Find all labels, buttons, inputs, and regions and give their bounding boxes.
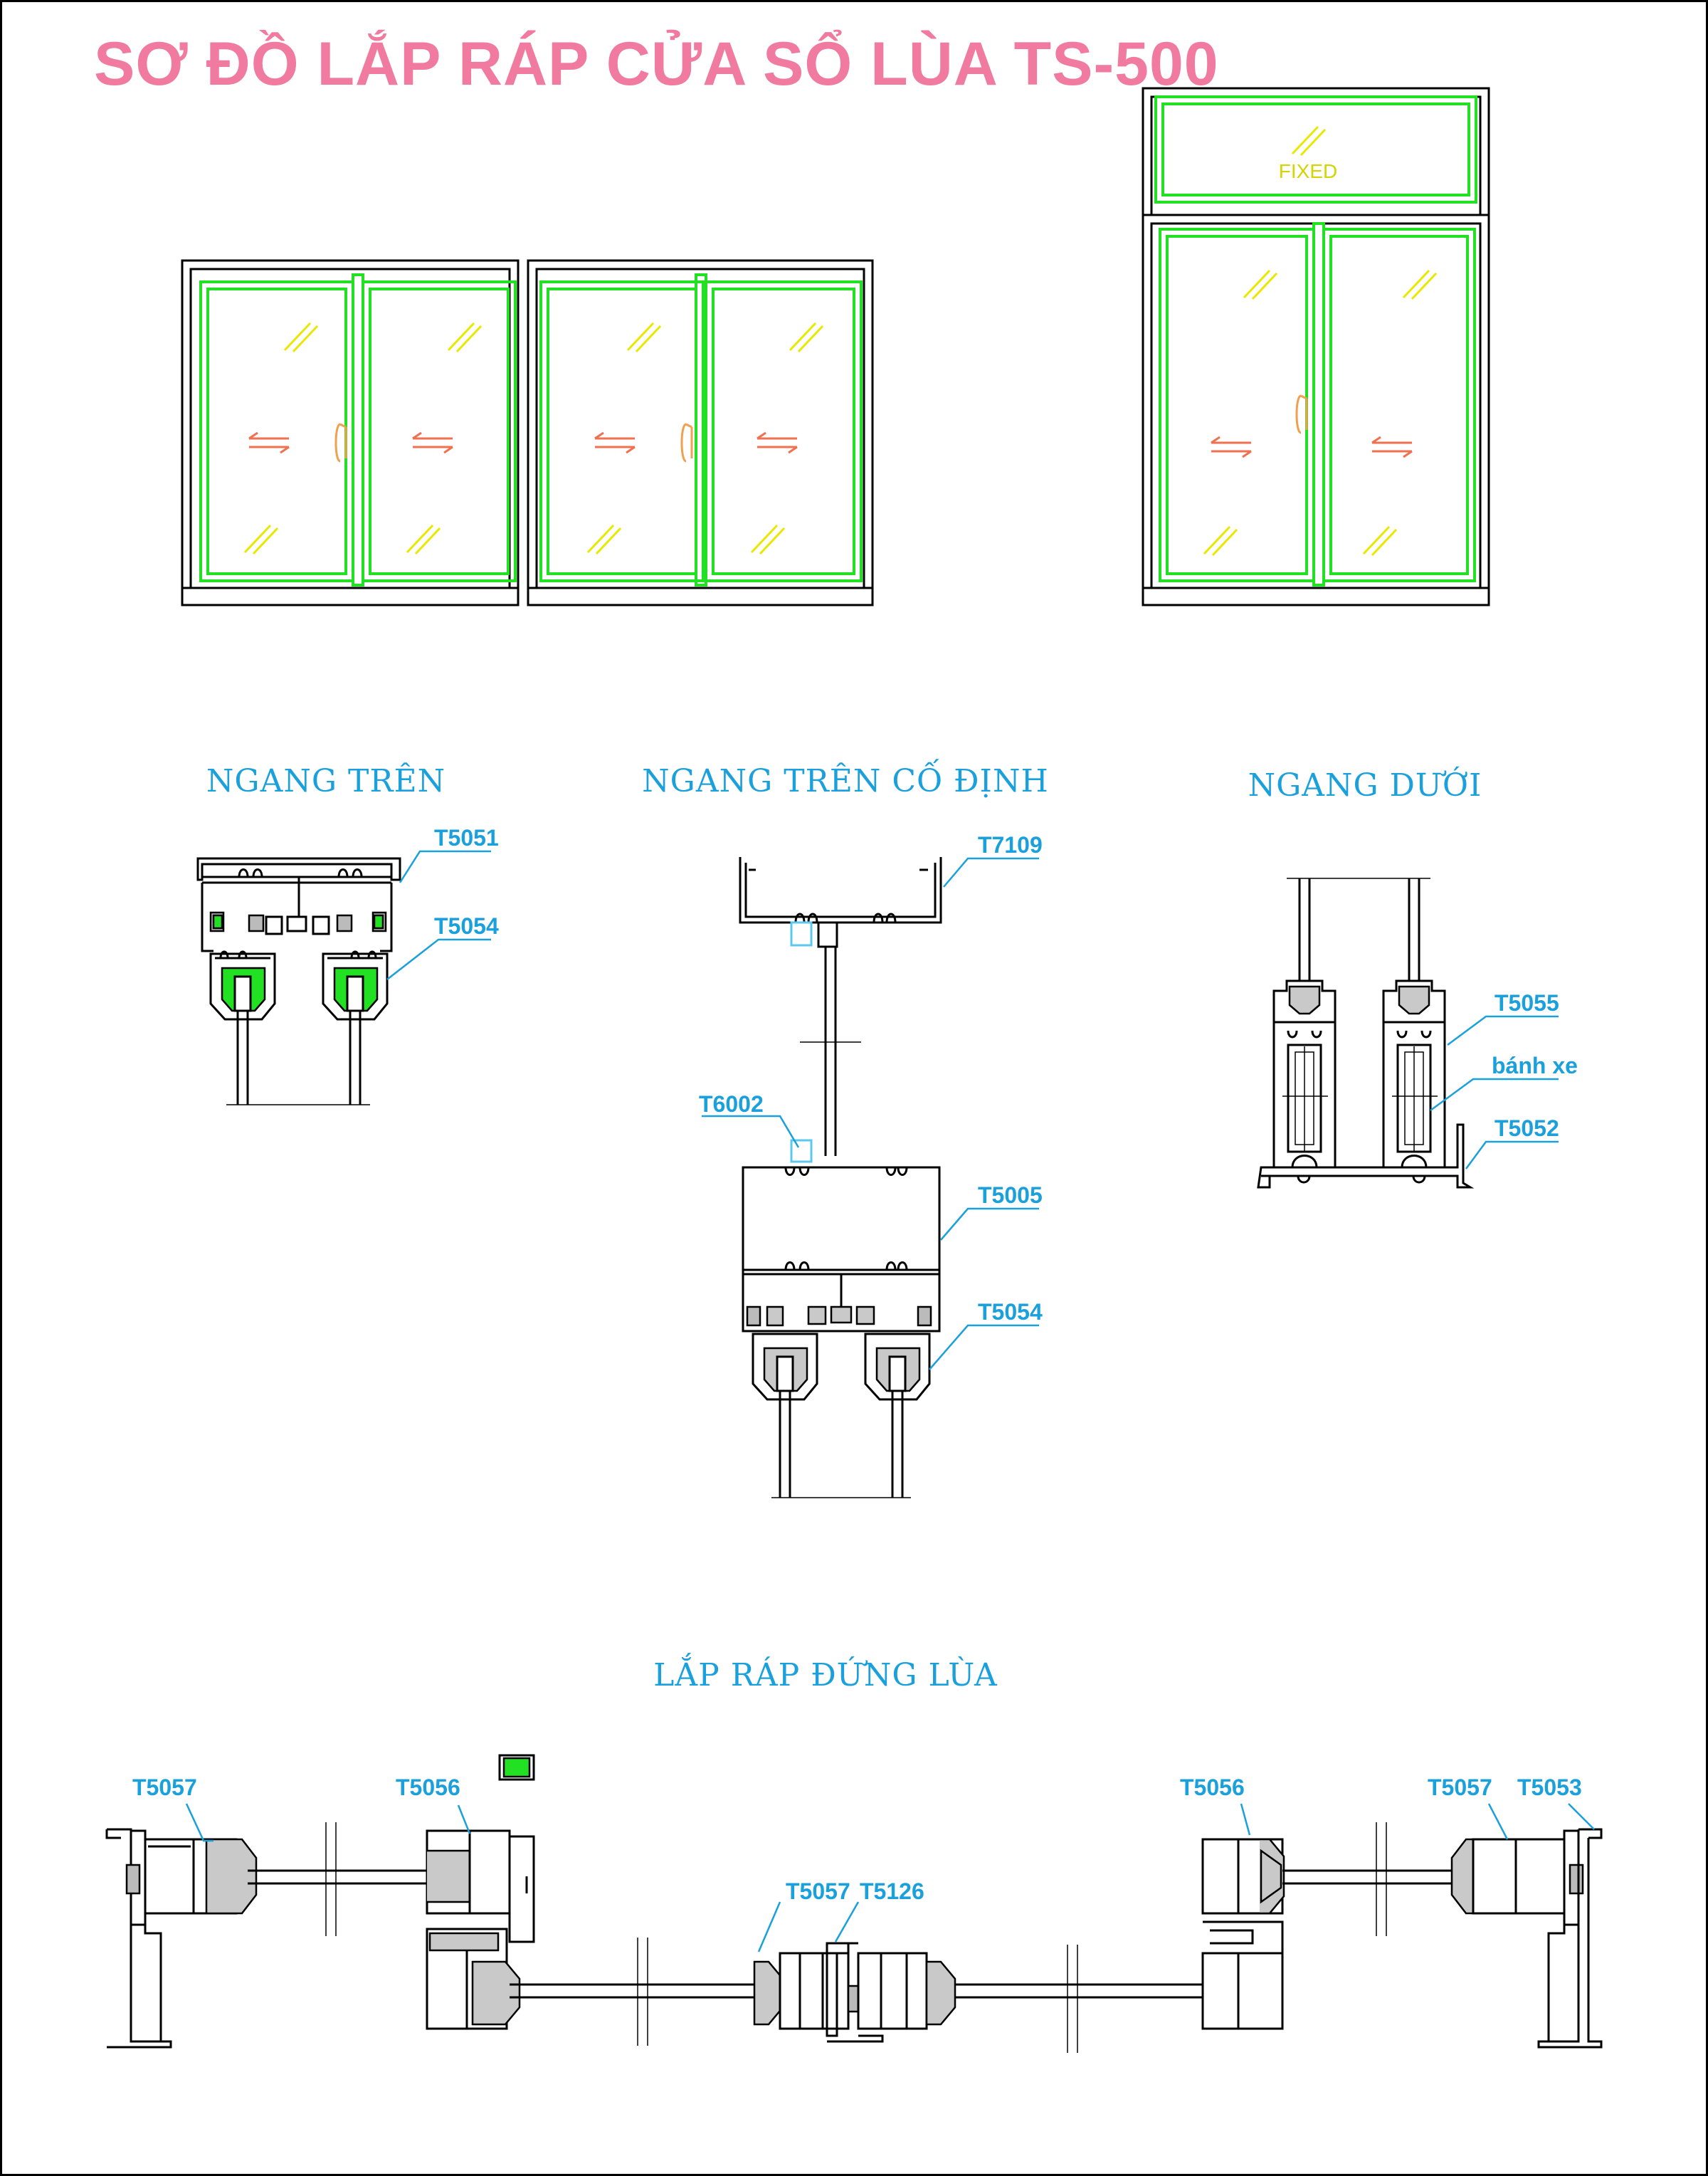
part-label-t5057-left: T5057 — [132, 1775, 197, 1800]
part-label-t5005: T5005 — [978, 1182, 1043, 1208]
part-label-t5054-fixed: T5054 — [978, 1299, 1043, 1325]
section-ngang-tren-co-dinh-detail: T7109 T6002 T5005 T5054 — [699, 832, 1043, 1498]
page-title: SƠ ĐỒ LẮP RÁP CỬA SỔ LÙA TS-500 — [94, 30, 1219, 98]
part-label-t5056-right: T5056 — [1180, 1775, 1245, 1800]
section-ngang-tren-detail: T5051 T5054 — [196, 825, 499, 1105]
elevation-window-with-fixed-transom: FIXED — [1142, 87, 1490, 606]
part-label-t5057-center: T5057 — [786, 1878, 850, 1904]
section-title-ngang-duoi: NGANG DƯỚI — [1248, 767, 1482, 804]
part-label-t7109: T7109 — [978, 832, 1043, 858]
section-title-ngang-tren-co-dinh: NGANG TRÊN CỐ ĐỊNH — [642, 763, 1049, 799]
elevation-sliding-window-1 — [181, 259, 520, 606]
section-title-lap-rap-dung-lua: LẮP RÁP ĐỨNG LÙA — [653, 1657, 998, 1693]
part-label-t6002: T6002 — [699, 1091, 764, 1117]
part-label-t5053: T5053 — [1517, 1775, 1582, 1800]
part-label-t5051: T5051 — [434, 825, 499, 851]
part-label-t5055: T5055 — [1494, 990, 1559, 1016]
fixed-label: FIXED — [1279, 160, 1337, 182]
section-lap-rap-dung-lua-detail: T5057 T5056 T5057 T5126 T5056 T5057 T505… — [105, 1754, 1603, 2053]
part-label-t5052: T5052 — [1494, 1115, 1559, 1141]
part-label-banh-xe: bánh xe — [1492, 1053, 1578, 1078]
section-ngang-duoi-detail: T5055 bánh xe T5052 — [1257, 878, 1578, 1189]
part-label-t5056-left: T5056 — [396, 1775, 460, 1800]
part-label-t5054: T5054 — [434, 913, 499, 939]
part-label-t5057-right: T5057 — [1428, 1775, 1492, 1800]
elevation-sliding-window-2 — [527, 259, 874, 606]
part-label-t5126: T5126 — [860, 1878, 924, 1904]
section-title-ngang-tren: NGANG TRÊN — [206, 763, 446, 799]
